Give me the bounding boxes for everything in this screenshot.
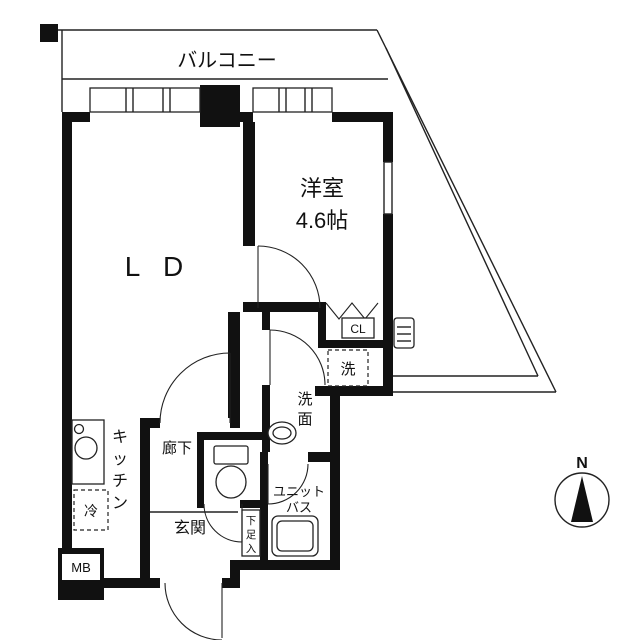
wall-ld-western-divider	[243, 122, 255, 246]
kitchen-label-char-2: ッ	[112, 451, 128, 468]
walls	[62, 85, 393, 600]
compass-north-label: N	[576, 455, 588, 472]
wall-top-left	[62, 112, 90, 122]
side-window-icon	[381, 162, 395, 214]
washer-area: 洗	[327, 317, 415, 387]
toilet-tank-icon	[213, 445, 249, 465]
wall-left	[62, 112, 72, 600]
entrance-door-arc-icon	[164, 582, 223, 640]
wall-entrance-bottom-left	[140, 578, 160, 588]
entrance-label: 玄関	[174, 519, 206, 537]
unit-bath-label-line2: バス	[286, 500, 312, 515]
shoe-box-label-char-1: 下	[246, 515, 257, 527]
wall-bath-bottom	[238, 560, 340, 570]
washroom-label-char-1: 洗	[297, 391, 312, 408]
wall-toilet-top	[197, 432, 262, 440]
wall-bath-top	[308, 452, 340, 462]
toilet-room	[213, 445, 249, 499]
wall-kitchen-divider	[140, 418, 150, 588]
wall-washer-bottom	[315, 386, 393, 396]
basin-bowl-icon	[272, 426, 292, 440]
closet-label-box	[341, 317, 375, 339]
hallway-label: 廊下	[162, 440, 192, 457]
wall-closet-left	[318, 302, 326, 348]
wall-western-bottom	[243, 302, 325, 312]
ld-window-icon	[89, 87, 201, 113]
kitchen-label-char-4: ン	[112, 495, 128, 512]
wall-washroom-left-lower	[262, 385, 270, 452]
toilet-door-arc-icon	[203, 503, 243, 543]
unit-bath-label-line1: ユニット	[273, 484, 325, 499]
wall-ld-bottom-right	[230, 418, 240, 428]
windows	[89, 87, 395, 215]
washroom-label-char-2: 面	[297, 411, 312, 428]
meter-box: MB	[58, 548, 104, 600]
fridge-label: 冷	[84, 503, 98, 519]
kitchen-faucet-icon	[73, 423, 85, 435]
wall-top-right	[332, 112, 393, 122]
compass-circle-icon	[554, 472, 610, 528]
balcony-area: バルコニー	[177, 50, 277, 72]
western-room-size-label: 4.6帖	[296, 208, 349, 233]
wall-top-mid	[240, 112, 253, 122]
unit-bath: ユニット バス	[271, 484, 325, 557]
pillar	[200, 85, 240, 127]
wall-closet-bottom	[318, 340, 393, 348]
kitchen: 冷 キ ッ チ ン	[71, 419, 128, 531]
shoe-box-label-char-2: 足	[246, 529, 257, 541]
shoe-box-label-char-3: 入	[246, 543, 257, 555]
ld-door-arc-icon	[159, 352, 231, 424]
meter-box-face	[62, 554, 100, 580]
western-window-icon	[252, 87, 333, 113]
wall-entrance-right	[230, 560, 240, 588]
ld-label: L D	[125, 251, 192, 282]
wall-entrance-bottom-right	[222, 578, 240, 588]
wall-kitchen-bottom	[104, 578, 140, 588]
boundary-diagonal-inner	[385, 47, 539, 377]
wall-toilet-left	[197, 440, 204, 508]
closet: CL	[325, 302, 379, 339]
compass: N	[554, 455, 610, 528]
compass-needle-icon	[571, 476, 593, 522]
kitchen-label-char-3: チ	[112, 473, 128, 490]
fridge-box	[73, 489, 109, 531]
toilet-bowl-icon	[215, 465, 247, 499]
bath-door-arc-icon	[267, 463, 309, 505]
water-heater-icon	[393, 317, 415, 349]
bathtub-inner-icon	[276, 520, 314, 552]
entrance-area: 下 足 入	[150, 509, 261, 557]
washer-label: 洗	[340, 361, 355, 378]
doors	[159, 245, 326, 640]
site-boundary	[40, 24, 557, 393]
wall-right-lower	[330, 396, 340, 570]
washer-box	[327, 349, 369, 387]
boundary-corner-block	[40, 24, 58, 42]
balcony-label: バルコニー	[177, 50, 277, 72]
wall-washroom-left-upper	[262, 312, 270, 330]
wall-bath-left	[260, 452, 268, 570]
western-room-door-arc-icon	[257, 245, 321, 309]
boundary-diagonal-outer	[376, 29, 557, 393]
kitchen-label-char-1: キ	[112, 429, 128, 446]
washroom-door-arc-icon	[269, 329, 326, 386]
wall-ld-right-lower	[228, 312, 240, 418]
kitchen-sink-icon	[74, 436, 98, 460]
washroom: 洗 面	[267, 391, 313, 445]
western-room-label: 洋室	[300, 176, 344, 201]
closet-label: CL	[350, 322, 366, 336]
closet-bifold-icon	[325, 302, 379, 320]
wall-right-upper	[383, 122, 393, 396]
meter-box-label: MB	[71, 560, 91, 575]
wall-toilet-bottom	[240, 500, 262, 508]
